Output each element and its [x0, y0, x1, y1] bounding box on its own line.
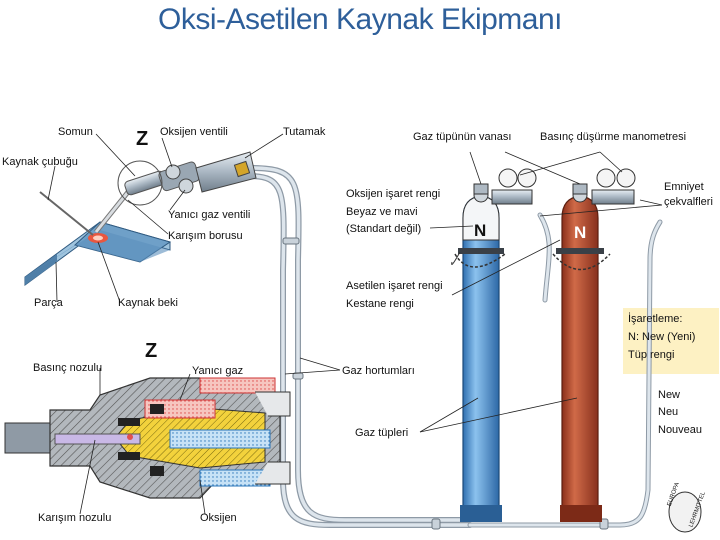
label-new: New: [658, 389, 681, 401]
marking-legend-box: [623, 308, 719, 374]
torch-cross-section: [4, 377, 291, 499]
leader-lines: [47, 133, 663, 515]
label-isaretleme-3: Tüp rengi: [628, 349, 675, 361]
label-cekvalfleri: çekvalfleri: [664, 196, 713, 208]
label-gaz-tupunun-vanasi: Gaz tüpünün vanası: [413, 131, 512, 143]
label-yanici-gaz: Yanıcı gaz: [192, 365, 244, 377]
acetylene-cylinder: [556, 168, 636, 522]
label-asetilen-isaret-1: Asetilen işaret rengi: [346, 280, 443, 292]
label-basinc-nozulu: Basınç nozulu: [33, 362, 103, 374]
label-oksijen-isaret-2: Beyaz ve mavi: [346, 206, 418, 218]
oxygen-n-marking: N: [474, 221, 486, 240]
label-oksijen-isaret-1: Oksijen işaret rengi: [346, 188, 441, 200]
label-tutamak: Tutamak: [283, 126, 326, 138]
diagram-title: Oksi-Asetilen Kaynak Ekipmanı: [157, 3, 563, 36]
label-isaretleme-1: İşaretleme:: [628, 313, 683, 325]
chain: [552, 253, 611, 271]
gas-hoses: [245, 165, 663, 530]
chain: [454, 253, 506, 268]
label-kaynak-beki: Kaynak beki: [118, 297, 178, 309]
label-gaz-hortumlari: Gaz hortumları: [342, 365, 415, 377]
label-emniyet: Emniyet: [664, 181, 704, 193]
label-z-top: Z: [136, 128, 149, 150]
label-oksijen-isaret-3: (Standart değil): [346, 223, 422, 235]
label-nouveau: Nouveau: [658, 424, 703, 436]
label-basinc-dusurme: Basınç düşürme manometresi: [540, 131, 687, 143]
torch: [94, 151, 257, 234]
welding-rod: [39, 191, 94, 236]
label-oksijen: Oksijen: [200, 512, 237, 524]
label-kaynak-cubugu: Kaynak çubuğu: [2, 156, 78, 168]
acetylene-n-marking: N: [574, 223, 586, 242]
label-karisim-nozulu: Karışım nozulu: [38, 512, 112, 524]
label-yanici-gaz-ventili: Yanıcı gaz ventili: [168, 209, 251, 221]
label-parca: Parça: [34, 297, 63, 309]
label-somun: Somun: [58, 126, 93, 138]
label-asetilen-isaret-2: Kestane rengi: [346, 298, 414, 310]
label-neu: Neu: [658, 406, 679, 418]
label-oksijen-ventili: Oksijen ventili: [160, 126, 228, 138]
label-karisim-borusu: Karışım borusu: [168, 230, 243, 242]
label-gaz-tupleri: Gaz tüpleri: [355, 427, 409, 439]
label-z-bottom: Z: [145, 340, 158, 362]
europa-lehrmittel-logo: EUROPA LEHRMITTEL: [667, 482, 707, 533]
oxygen-cylinder: [451, 168, 537, 522]
label-isaretleme-2: N: New (Yeni): [628, 331, 696, 343]
